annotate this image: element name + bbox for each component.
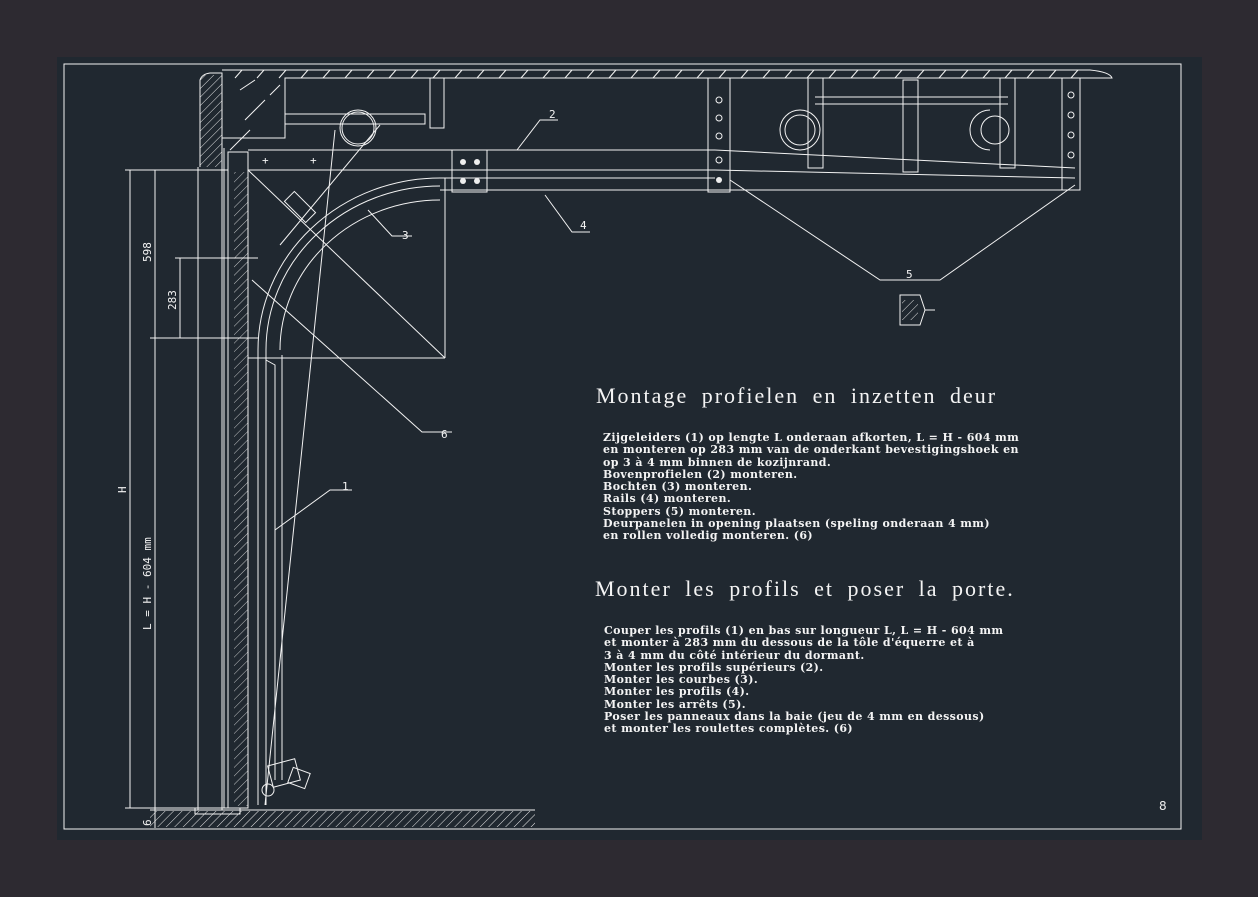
dutch-instructions: Zijgeleiders (1) op lengte L onderaan af…	[603, 431, 1020, 543]
hatch-mark	[1004, 69, 1013, 79]
instruction-line: et monter à 283 mm du dessous de la tôle…	[604, 636, 975, 650]
hatch-mark	[498, 69, 507, 79]
callout-1: 1	[342, 480, 349, 493]
roller-wheels	[779, 109, 1010, 151]
instruction-line: Rails (4) monteren.	[603, 492, 732, 506]
hatch-mark	[388, 69, 397, 79]
hatch-mark	[828, 69, 837, 79]
instruction-line: 3 à 4 mm du côté intérieur du dormant.	[604, 648, 865, 662]
hatch-mark	[806, 69, 815, 79]
hatch-mark	[740, 69, 749, 79]
dutch-title: Montage profielen en inzetten deur	[596, 383, 998, 408]
instruction-line: op 3 à 4 mm binnen de kozijnrand.	[603, 455, 832, 469]
hatch-mark	[300, 69, 309, 79]
hatch-mark	[916, 69, 925, 79]
hatch-mark	[410, 69, 419, 79]
top-profile: ++	[248, 149, 1076, 191]
hatch-mark	[718, 69, 727, 79]
hatch-mark	[234, 69, 243, 79]
instruction-line: Monter les courbes (3).	[604, 673, 759, 687]
french-title: Monter les profils et poser la porte.	[595, 576, 1015, 601]
hatch-mark	[256, 69, 265, 79]
stopper-detail	[899, 294, 935, 326]
callout-5: 5	[906, 268, 913, 281]
french-instructions: Couper les profils (1) en bas sur longue…	[604, 624, 1004, 736]
dim-283: 283	[166, 290, 179, 310]
callout-3: 3	[402, 229, 409, 242]
wall-lintel	[197, 69, 1113, 810]
hatch-mark	[344, 69, 353, 79]
hatch-mark	[674, 69, 683, 79]
callout-2: 2	[549, 108, 556, 121]
hatch-mark	[784, 69, 793, 79]
hatch-mark	[1070, 69, 1079, 79]
callout-6: 6	[441, 428, 448, 441]
dim-h: H	[116, 486, 129, 493]
instruction-line: Monter les profils (4).	[604, 685, 750, 699]
hatch-mark	[520, 69, 529, 79]
hatch-mark	[1026, 69, 1035, 79]
hatch-mark	[1048, 69, 1057, 79]
hatch-mark	[872, 69, 881, 79]
instruction-line: Poser les panneaux dans la baie (jeu de …	[604, 710, 985, 724]
callout-4: 4	[580, 219, 587, 232]
instruction-line: Bovenprofielen (2) monteren.	[603, 467, 798, 481]
page-number: 8	[1159, 799, 1167, 813]
instruction-line: Stoppers (5) monteren.	[603, 504, 756, 518]
callout-leaders	[251, 119, 1076, 531]
svg-text:+: +	[310, 154, 317, 167]
hatch-mark	[608, 69, 617, 79]
track-curve	[247, 169, 446, 359]
dim-l: L = H - 604 mm	[141, 537, 154, 630]
mounting-plates	[451, 77, 1081, 193]
instruction-line: Deurpanelen in opening plaatsen (speling…	[603, 517, 990, 531]
hatch-mark	[982, 69, 991, 79]
instruction-line: Monter les profils supérieurs (2).	[604, 660, 824, 674]
hatch-mark	[586, 69, 595, 79]
vertical-track	[257, 350, 283, 805]
hatch-mark	[850, 69, 859, 79]
hatch-mark	[432, 69, 441, 79]
instruction-line: en rollen volledig monteren. (6)	[603, 529, 813, 543]
hatch-mark	[960, 69, 969, 79]
hatch-mark	[938, 69, 947, 79]
dim-598: 598	[141, 242, 154, 262]
instruction-line: Monter les arrêts (5).	[604, 697, 746, 711]
hatch-mark	[542, 69, 551, 79]
hatch-mark	[630, 69, 639, 79]
drawing-border	[63, 63, 1182, 830]
instruction-line: et monter les roulettes complètes. (6)	[604, 722, 854, 736]
bottom-roller	[261, 758, 311, 797]
floor	[150, 809, 535, 827]
hatch-mark	[454, 69, 463, 79]
svg-text:+: +	[262, 154, 269, 167]
hatch-mark	[894, 69, 903, 79]
hatch-mark	[696, 69, 705, 79]
hatch-mark	[322, 69, 331, 79]
hatch-mark	[564, 69, 573, 79]
instruction-line: Zijgeleiders (1) op lengte L onderaan af…	[603, 431, 1020, 444]
spring-bracket	[264, 77, 445, 806]
instruction-line: Bochten (3) monteren.	[603, 480, 753, 494]
hatch-mark	[762, 69, 771, 79]
instruction-line: en monteren op 283 mm van de onderkant b…	[603, 443, 1019, 457]
hatch-mark	[278, 69, 287, 79]
hatch-mark	[652, 69, 661, 79]
hatch-mark	[366, 69, 375, 79]
instruction-line: Couper les profils (1) en bas sur longue…	[604, 624, 1004, 637]
dimension-lines	[125, 169, 258, 828]
hatch-mark	[476, 69, 485, 79]
dim-6: 6	[141, 819, 154, 826]
